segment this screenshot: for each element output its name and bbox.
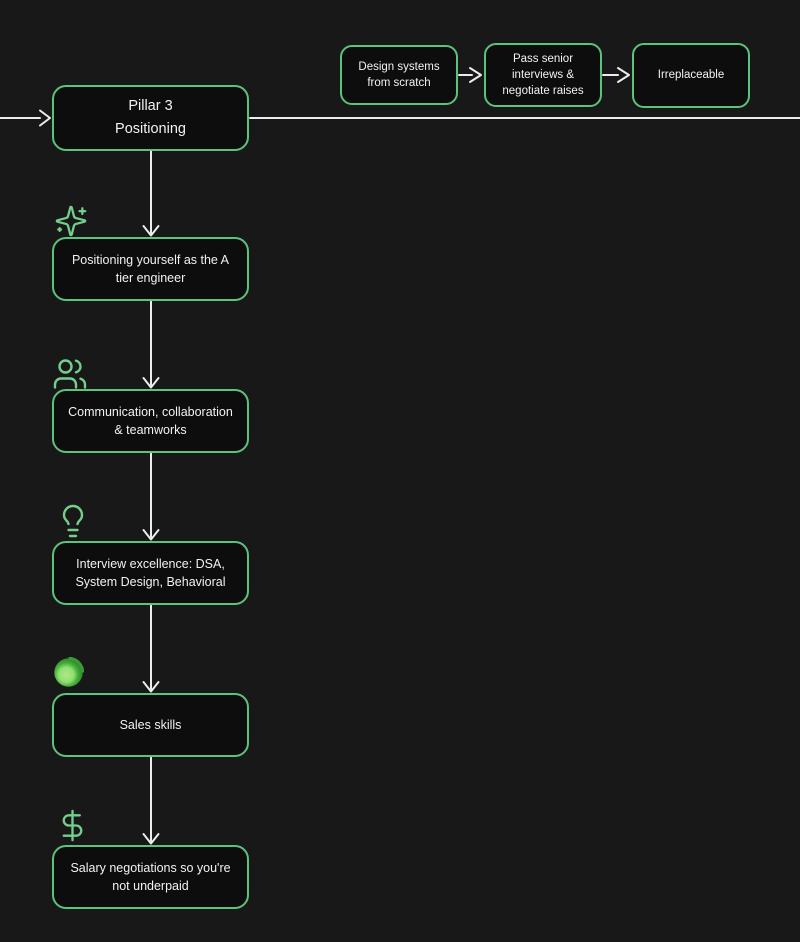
node-label: Salary negotiations so you're not underp… <box>70 860 231 893</box>
node-pass-senior-interviews[interactable]: Pass senior interviews & negotiate raise… <box>484 43 602 107</box>
node-salary-negotiations[interactable]: Salary negotiations so you're not underp… <box>52 845 249 909</box>
node-irreplaceable[interactable]: Irreplaceable <box>632 43 750 108</box>
node-sales-skills[interactable]: Sales skills <box>52 693 249 757</box>
node-label: Sales skills <box>119 717 182 732</box>
node-interview-excellence[interactable]: Interview excellence: DSA, System Design… <box>52 541 249 605</box>
green-circle-icon[interactable] <box>53 657 84 688</box>
pillar-title-line1: Pillar 3 <box>128 97 173 114</box>
lightbulb-icon[interactable] <box>55 503 91 539</box>
node-positioning-a-tier[interactable]: Positioning yourself as the A tier engin… <box>52 237 249 301</box>
users-icon[interactable] <box>52 356 88 392</box>
node-label: Irreplaceable <box>657 69 725 82</box>
node-design-systems[interactable]: Design systems from scratch <box>340 45 458 105</box>
node-label: Positioning yourself as the A tier engin… <box>71 252 230 285</box>
dollar-icon[interactable] <box>55 808 90 843</box>
node-label: Pass senior interviews & negotiate raise… <box>502 52 584 98</box>
node-label: Design systems from scratch <box>358 60 440 89</box>
pillar-title-line2: Positioning <box>115 121 186 137</box>
node-pillar-3-positioning[interactable]: Pillar 3 Positioning <box>52 85 249 151</box>
node-label: Communication, collaboration & teamworks <box>68 404 233 437</box>
sparkles-icon[interactable] <box>54 204 88 238</box>
node-communication-teamwork[interactable]: Communication, collaboration & teamworks <box>52 389 249 453</box>
node-label: Interview excellence: DSA, System Design… <box>75 556 226 589</box>
